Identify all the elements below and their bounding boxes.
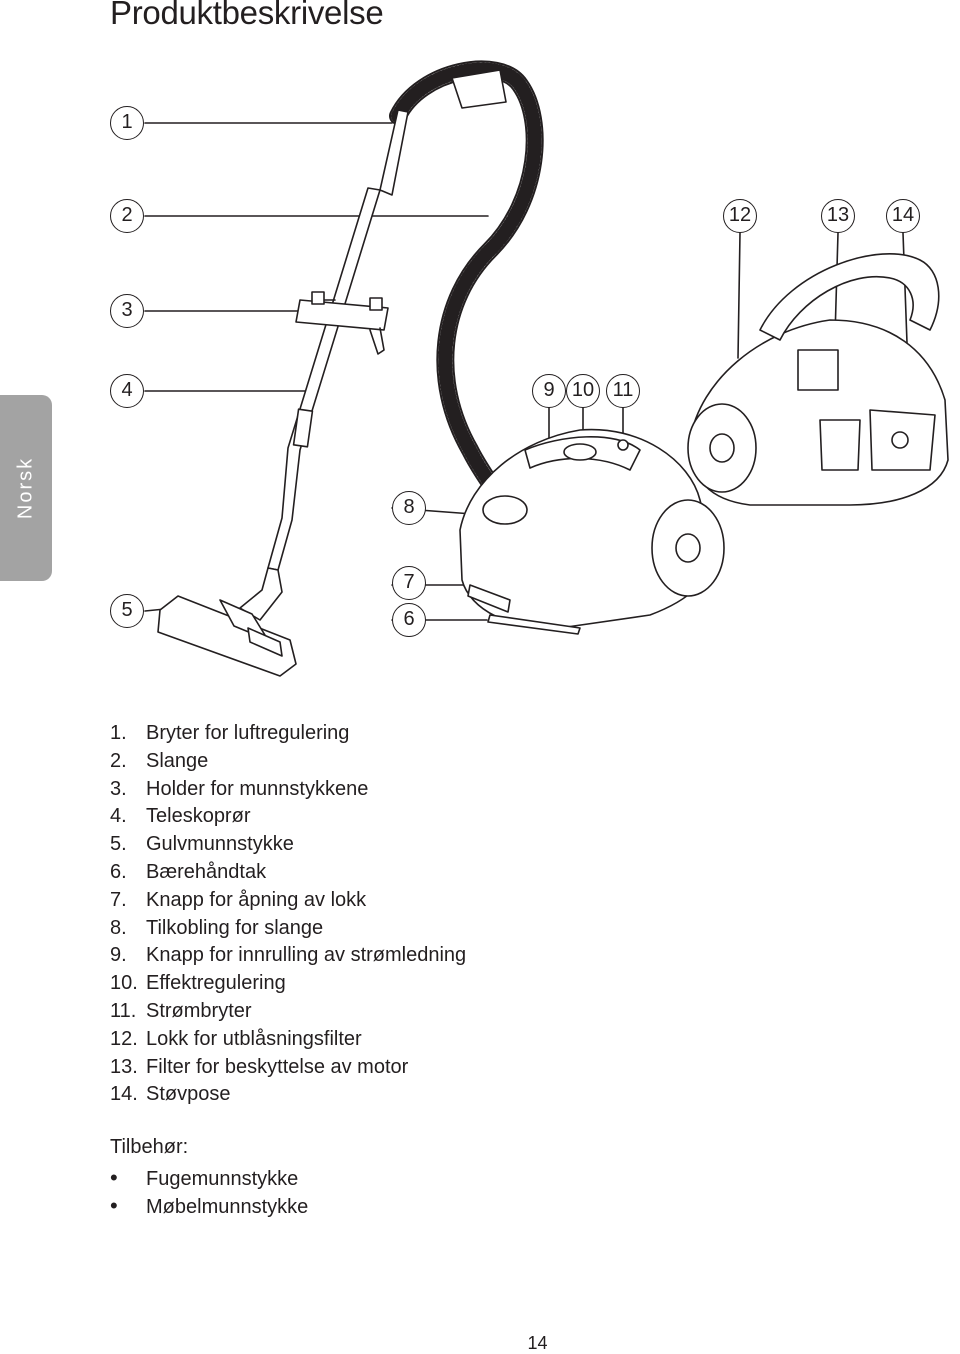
language-tab: Norsk xyxy=(0,395,52,581)
carry-handle xyxy=(487,614,581,635)
vacuum-illustration xyxy=(144,60,949,677)
callout-1: 1 xyxy=(110,106,144,140)
lid-release-button xyxy=(467,584,511,613)
list-item: 10.Effektregulering xyxy=(110,972,286,995)
callout-10: 10 xyxy=(566,374,600,408)
exhaust-filter xyxy=(797,349,839,391)
accessories-list: •Fugemunnstykke •Møbelmunnstykke xyxy=(110,1164,308,1220)
callout-2: 2 xyxy=(110,199,144,233)
list-item: 2.Slange xyxy=(110,749,209,772)
list-item: 9.Knapp for innrulling av strømledning xyxy=(110,944,467,967)
power-control-knob xyxy=(563,443,597,461)
list-item: 12.Lokk for utblåsningsfilter xyxy=(110,1027,362,1050)
hose-connector xyxy=(482,495,528,525)
parts-list: 1.Bryter for luftregulering 2.Slange 3.H… xyxy=(110,720,466,1109)
callout-9: 9 xyxy=(532,374,566,408)
list-item: 4.Teleskoprør xyxy=(110,805,251,828)
page-title: Produktbeskrivelse xyxy=(110,0,384,31)
list-item: 5.Gulvmunnstykke xyxy=(110,833,294,856)
list-item: 14.Støvpose xyxy=(110,1083,231,1106)
list-item: •Fugemunnstykke xyxy=(110,1165,299,1190)
open-lid xyxy=(759,253,940,341)
wand-handle xyxy=(379,109,409,196)
callout-14: 14 xyxy=(886,199,920,233)
nozzle-neck xyxy=(239,567,283,621)
callout-12: 12 xyxy=(723,199,757,233)
list-item: 13.Filter for beskyttelse av motor xyxy=(110,1055,409,1078)
callout-5: 5 xyxy=(110,594,144,628)
accessories-heading: Tilbehør: xyxy=(110,1136,189,1158)
hose-cuff xyxy=(451,69,507,109)
callout-11: 11 xyxy=(606,374,640,408)
callout-4: 4 xyxy=(110,374,144,408)
leader-line-12 xyxy=(737,232,741,359)
list-item: 8.Tilkobling for slange xyxy=(110,916,324,939)
callout-13: 13 xyxy=(821,199,855,233)
tube-lock xyxy=(292,408,314,448)
callout-3: 3 xyxy=(110,294,144,328)
telescopic-tube xyxy=(267,187,381,571)
list-item: 11.Strømbryter xyxy=(110,999,252,1022)
list-item: 3.Holder for munnstykkene xyxy=(110,777,369,800)
nozzle-holder xyxy=(295,299,389,331)
list-item: 7.Knapp for åpning av lokk xyxy=(110,888,367,911)
bullet-icon: • xyxy=(110,1165,118,1190)
callout-8: 8 xyxy=(392,491,426,525)
page-number: 14 xyxy=(527,1333,548,1353)
motor-filter xyxy=(819,419,861,471)
hose-ribs xyxy=(391,62,542,512)
list-item: •Møbelmunnstykke xyxy=(110,1193,309,1218)
callout-6: 6 xyxy=(392,603,426,637)
list-item: 6.Bærehåndtak xyxy=(110,860,267,883)
callout-7: 7 xyxy=(392,566,426,600)
bullet-icon: • xyxy=(110,1193,118,1218)
floor-nozzle xyxy=(157,595,297,677)
list-item: 1.Bryter for luftregulering xyxy=(110,722,350,744)
